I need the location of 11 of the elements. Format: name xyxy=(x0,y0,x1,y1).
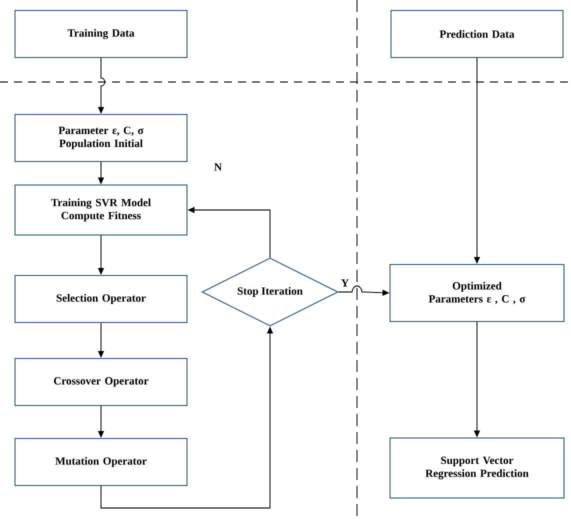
process-box: Parameter ε, C, σ Population Initial xyxy=(14,114,188,162)
process-box: Training Data xyxy=(14,10,188,58)
edge-label: N xyxy=(213,162,223,172)
edge-label: Y xyxy=(340,278,350,288)
process-box: Optimized Parameters ε , C , σ xyxy=(390,264,564,322)
process-box: Prediction Data xyxy=(390,10,564,58)
process-box: Selection Operator xyxy=(14,275,188,323)
process-box: Mutation Operator xyxy=(14,438,188,486)
process-box: Crossover Operator xyxy=(14,358,188,406)
process-box: Training SVR Model Compute Fitness xyxy=(14,184,188,236)
process-box: Support Vector Regression Prediction xyxy=(390,438,564,498)
